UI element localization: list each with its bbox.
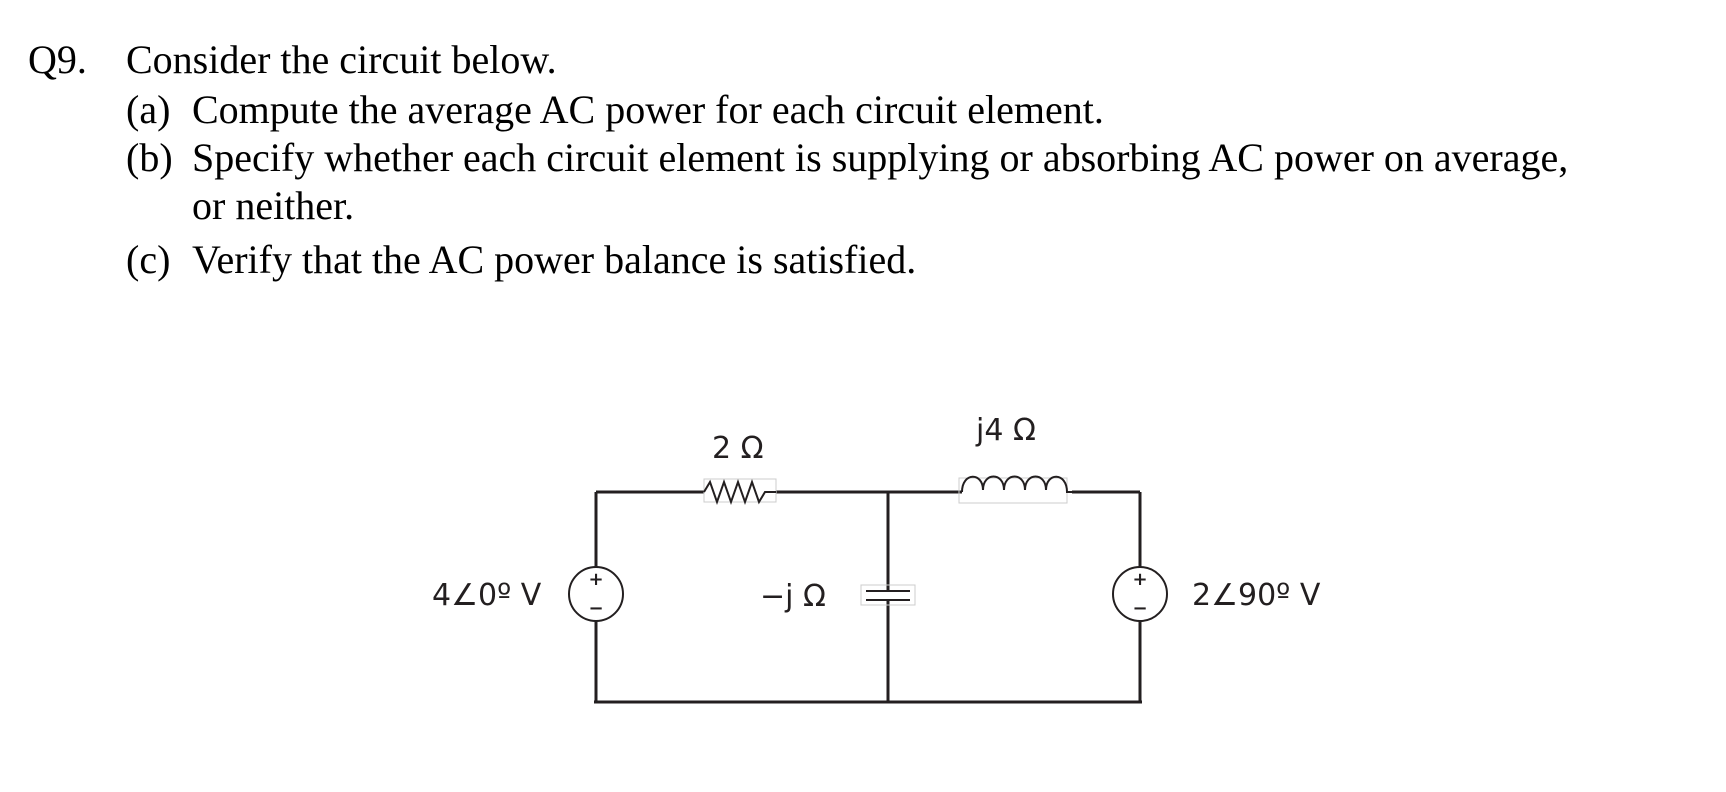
inductor-label: j4 Ω (975, 413, 1036, 448)
part-c-letter: (c) (126, 237, 171, 282)
capacitor-icon (860, 584, 916, 606)
right-voltage-source-icon: + − (1112, 566, 1168, 622)
resistor-icon (703, 478, 777, 506)
resistor-label: 2 Ω (712, 431, 764, 466)
part-a-letter: (a) (126, 87, 171, 132)
part-b-text: Specify whether each circuit element is … (192, 135, 1569, 180)
part-a-text: Compute the average AC power for each ci… (192, 87, 1104, 132)
left-source-label: 4∠0º V (432, 578, 542, 613)
part-b-continuation: or neither. (192, 183, 355, 228)
part-c: (c) Verify that the AC power balance is s… (126, 236, 916, 284)
inductor-icon (958, 475, 1072, 504)
circuit-wires (594, 490, 1142, 704)
part-c-text: Verify that the AC power balance is sati… (192, 237, 917, 282)
right-source-minus: − (1132, 598, 1147, 619)
right-source-label: 2∠90º V (1192, 578, 1321, 613)
part-b-letter: (b) (126, 135, 173, 180)
question-stem: Consider the circuit below. (126, 37, 557, 82)
capacitor-label: −j Ω (760, 579, 826, 614)
part-a: (a) Compute the average AC power for each… (126, 86, 1104, 134)
question-number: Q9. (28, 37, 87, 82)
left-voltage-source-icon: + − (568, 566, 624, 622)
left-source-plus: + (588, 569, 603, 590)
right-source-plus: + (1132, 569, 1147, 590)
left-source-minus: − (588, 598, 603, 619)
part-b: (b) Specify whether each circuit element … (126, 134, 1568, 182)
